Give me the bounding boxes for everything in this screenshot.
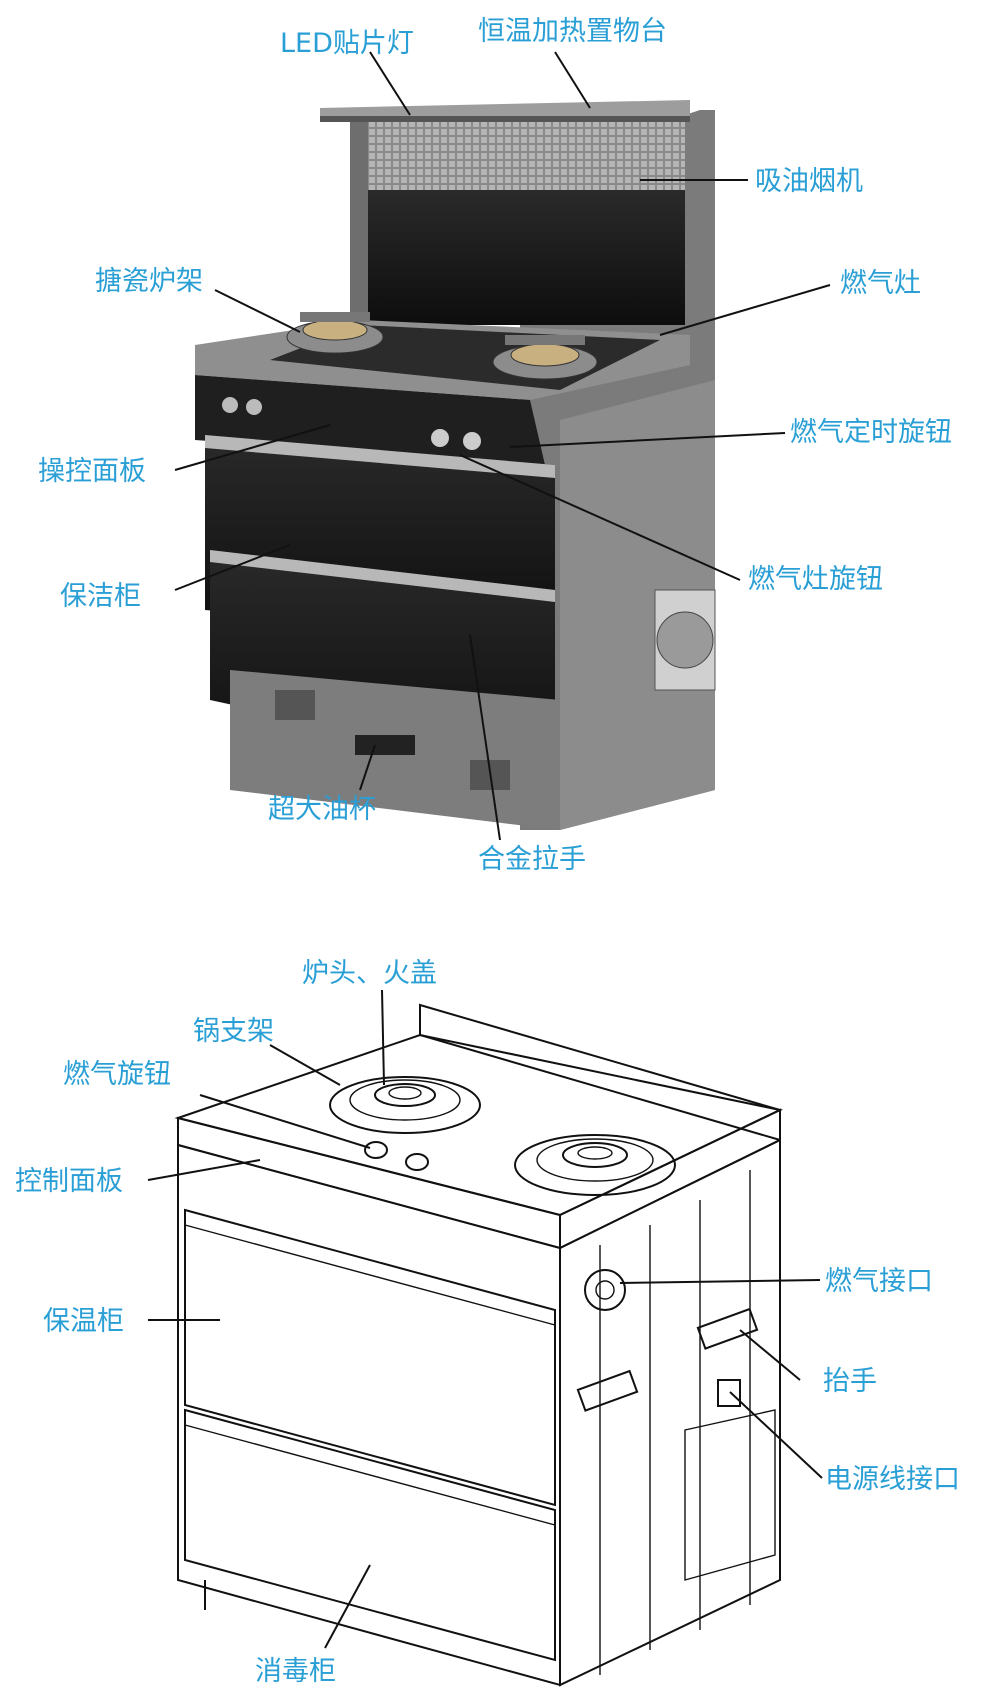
label-timer-knob: 燃气定时旋钮 [790, 417, 952, 448]
label-warming-rack: 恒温加热置物台 [478, 16, 667, 47]
range-hood-glass [365, 190, 685, 325]
label-gas-stove: 燃气灶 [840, 268, 921, 299]
label-control-panel-top: 操控面板 [38, 456, 146, 487]
label-control-panel-bottom: 控制面板 [15, 1166, 123, 1197]
label-power-port: 电源线接口 [825, 1464, 960, 1495]
label-led-light: LED贴片灯 [280, 28, 414, 59]
label-cleaning-cabinet: 保洁柜 [60, 581, 141, 612]
integrated-stove-photo [195, 100, 716, 830]
label-oil-cup: 超大油杯 [268, 794, 376, 825]
label-stove-knob: 燃气灶旋钮 [748, 564, 883, 595]
bottom-labels: 炉头、火盖 锅支架 燃气旋钮 控制面板 保温柜 燃气接口 抬手 电源线接口 消毒… [15, 958, 960, 1687]
label-pot-support: 锅支架 [193, 1016, 274, 1047]
label-warming-cabinet: 保温柜 [43, 1306, 124, 1337]
label-alloy-handle: 合金拉手 [478, 844, 586, 875]
burner-right-illustration [492, 335, 598, 380]
top-leader-lines [174, 51, 831, 841]
label-gas-knob: 燃气旋钮 [63, 1059, 171, 1090]
top-labels: LED贴片灯 恒温加热置物台 吸油烟机 搪瓷炉架 燃气灶 燃气定时旋钮 操控面板… [38, 16, 952, 875]
label-range-hood: 吸油烟机 [755, 166, 863, 197]
burner-left-illustration [286, 312, 384, 354]
label-handle: 抬手 [823, 1366, 877, 1397]
line-drawing [174, 1003, 784, 1687]
label-enamel-rack: 搪瓷炉架 [95, 266, 203, 297]
oil-cup [355, 735, 415, 755]
line-burner-right [514, 1134, 676, 1196]
label-burner-cap: 炉头、火盖 [302, 958, 437, 989]
warming-rack-top [320, 100, 690, 120]
warming-rack-mesh [355, 115, 685, 195]
label-disinfection-cabinet: 消毒柜 [255, 1656, 336, 1687]
label-gas-inlet: 燃气接口 [825, 1266, 933, 1297]
bottom-leader-lines [147, 989, 823, 1649]
line-burner-left [329, 1076, 481, 1134]
